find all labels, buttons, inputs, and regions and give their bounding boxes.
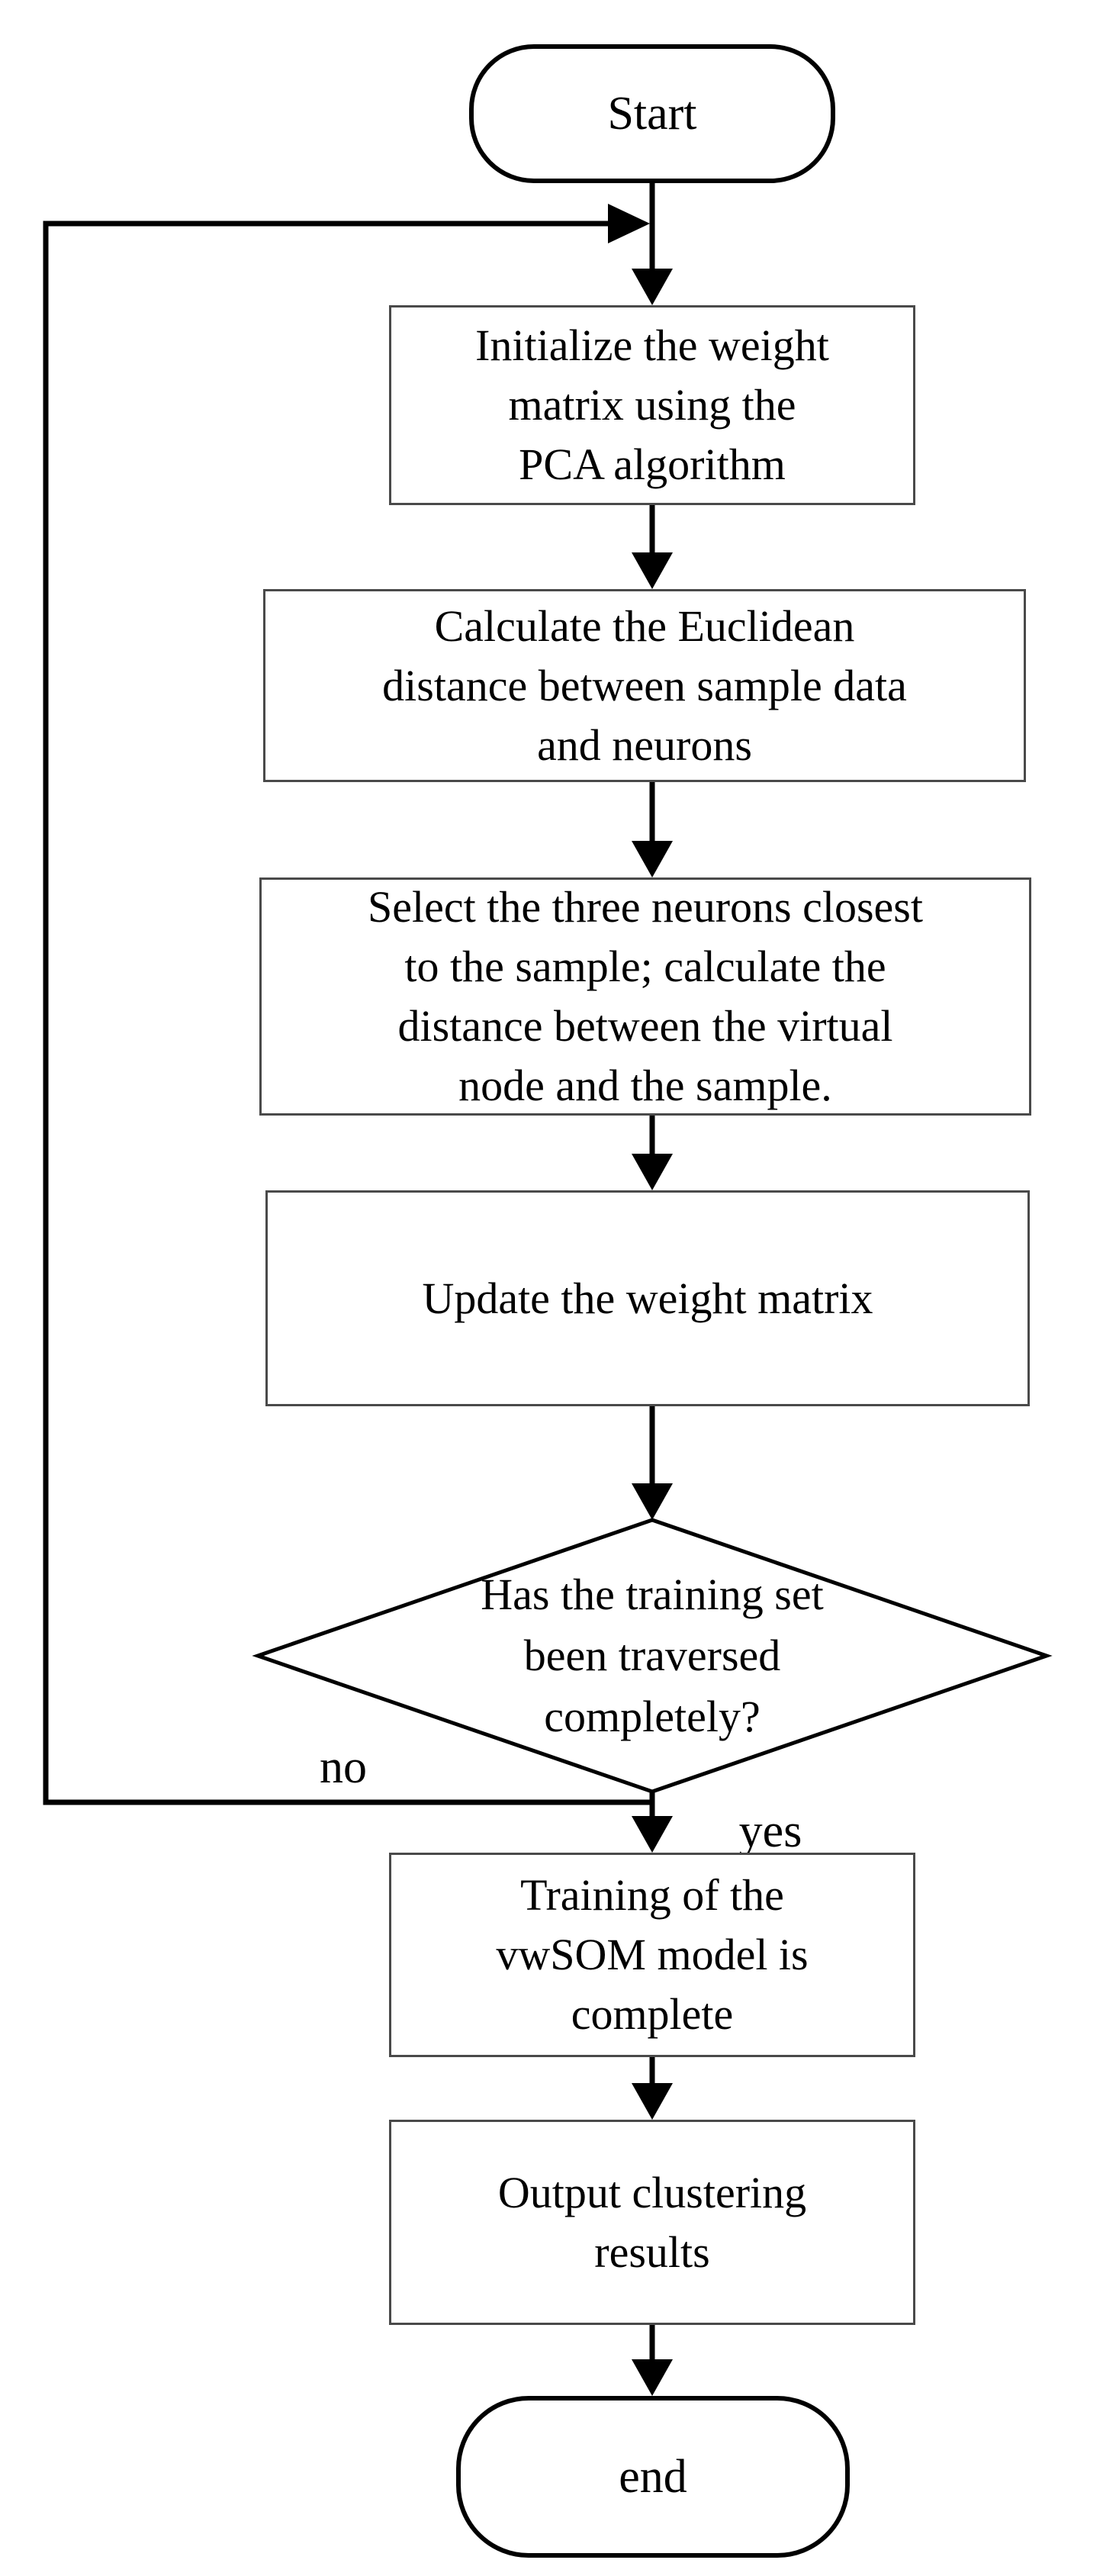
node-text-line: been traversed (523, 1631, 781, 1680)
node-end: end (456, 2396, 850, 2558)
node-text-line: complete (571, 1989, 734, 2039)
node-start: Start (469, 44, 835, 183)
no-loop-line (43, 221, 654, 1805)
node-training-complete: Training of the vwSOM model is complete (389, 1853, 915, 2057)
node-initialize-weight-matrix: Initialize the weight matrix using the P… (389, 305, 915, 505)
node-text-line: PCA algorithm (519, 440, 786, 489)
node-text-line: vwSOM model is (496, 1930, 809, 1979)
arrowhead-icon (632, 1483, 673, 1520)
arrowhead-icon (632, 1816, 673, 1853)
node-start-label: Start (607, 88, 697, 140)
node-output-clustering-results: Output clustering results (389, 2120, 915, 2325)
node-text-line: results (594, 2227, 710, 2277)
node-text-line: distance between sample data (382, 660, 907, 710)
arrowhead-icon (632, 2359, 673, 2396)
node-text-line: Initialize the weight (475, 320, 829, 370)
node-text-line: to the sample; calculate the (404, 942, 886, 991)
edge-label-yes: yes (738, 1805, 802, 1857)
arrowhead-icon (632, 269, 673, 305)
node-select-three-neurons: Select the three neurons closest to the … (259, 877, 1031, 1116)
node-update-weight-matrix: Update the weight matrix (265, 1190, 1030, 1406)
node-decision-training-traversed: Has the training set been traversed comp… (385, 1557, 919, 1755)
edge-label-no: no (320, 1741, 367, 1793)
node-text-line: distance between the virtual (397, 1001, 893, 1051)
node-text-line: node and the sample. (458, 1061, 832, 1110)
node-text-line: Select the three neurons closest (368, 882, 923, 932)
arrowhead-icon (632, 2083, 673, 2120)
node-text-line: and neurons (537, 720, 752, 770)
no-loop-arrowhead-icon (608, 204, 650, 243)
node-text-line: Calculate the Euclidean (434, 601, 855, 651)
node-text-line: completely? (544, 1692, 761, 1741)
arrowhead-icon (632, 1154, 673, 1190)
node-end-label: end (619, 2451, 687, 2503)
node-text-line: Update the weight matrix (422, 1273, 873, 1323)
arrowhead-icon (632, 552, 673, 589)
node-text-line: matrix using the (508, 380, 796, 430)
node-calculate-euclidean-distance: Calculate the Euclidean distance between… (263, 589, 1026, 782)
node-text-line: Has the training set (481, 1570, 824, 1619)
arrowhead-icon (632, 841, 673, 877)
node-text-line: Training of the (520, 1870, 784, 1920)
node-text-line: Output clustering (497, 2167, 807, 2217)
